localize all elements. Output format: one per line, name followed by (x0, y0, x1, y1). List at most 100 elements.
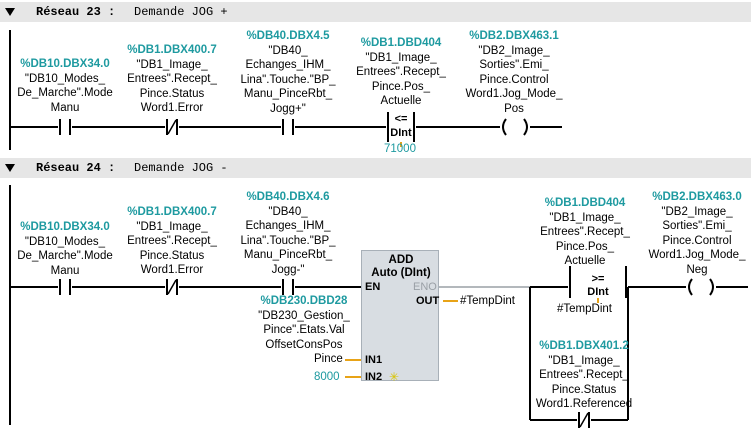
contact-symbol-line: "DB10_Modes_ (24, 72, 106, 85)
coil-symbol-line: Pince.Control (479, 73, 549, 86)
contact-symbol-line: Lina".Touche."BP_ (240, 234, 336, 247)
compare-symbol-line: Entrees".Recept_ (356, 66, 446, 78)
compare-operator: <= (394, 113, 408, 125)
contact-label: %DB1.DBX400.7 "DB1_Image_ Entrees".Recep… (117, 205, 227, 278)
contact-symbol-line: Echanges_IHM_ (245, 59, 331, 71)
contact-address: %DB40.DBX4.5 (246, 30, 330, 42)
contact-label: %DB40.DBX4.5 "DB40_ Echanges_IHM_ Lina".… (233, 29, 343, 116)
coil-address: %DB2.DBX463.0 (652, 191, 742, 203)
coil-symbol-line: "DB2_Image_ (661, 205, 733, 218)
add-function-block[interactable]: ADD Auto (DInt) EN ENO OUT IN1 IN2 ✳ (361, 250, 440, 384)
compare-address: %DB1.DBD404 (544, 197, 626, 209)
contact-label: %DB10.DBX34.0 "DB10_Modes_ De_Marche".Mo… (15, 57, 115, 115)
contact-symbol-line: "DB1_Image_ (136, 220, 208, 233)
contact-symbol-line: De_Marche".Mode (17, 250, 113, 262)
compare-symbol-line: Entrees".Recept_ (540, 226, 630, 238)
collapse-triangle-icon[interactable] (5, 8, 15, 16)
block-subtitle[interactable]: Auto (DInt) (371, 267, 431, 279)
contact-symbol-line: "DB10_Modes_ (24, 235, 106, 248)
block-title: ADD (388, 254, 414, 266)
contact-label: %DB1.DBX400.7 "DB1_Image_ Entrees".Recep… (117, 43, 227, 116)
contact-symbol-line: De_Marche".Mode (17, 87, 113, 99)
coil-symbol-line: Sorties".Emi_ (662, 220, 732, 232)
network-title[interactable]: Demande JOG - (134, 161, 228, 175)
coil-symbol-line: Word1.Jog_Mode_ (648, 249, 746, 261)
branch-contact-symbol-line: Pince.Status (551, 383, 617, 396)
contact-symbol-line: "DB40_ (268, 44, 308, 57)
contact-symbol-line: Entrees".Recept_ (127, 235, 217, 247)
compare-datatype: DInt (390, 127, 412, 139)
compare-symbol-line: Pince.Pos_ (371, 80, 431, 93)
compare-datatype: DInt (587, 286, 609, 298)
branch-contact-symbol-line: Entrees".Recept_ (539, 369, 629, 381)
in1-address: %DB230.DBD28 (260, 295, 348, 307)
network-24-header[interactable]: Réseau 24 : Demande JOG - (0, 158, 751, 178)
in1-symbol-line: Pince (314, 353, 343, 365)
contact-address: %DB10.DBX34.0 (20, 58, 110, 70)
network-title[interactable]: Demande JOG + (134, 5, 228, 19)
contact-symbol-line: Jogg-" (271, 263, 305, 276)
add-input-star-icon[interactable]: ✳ (389, 370, 400, 384)
in1-symbol-line: OffsetConsPos (265, 338, 343, 351)
coil-symbol-line: Neg (686, 263, 708, 276)
eno-pin: ENO (413, 281, 437, 293)
contact-symbol-line: "DB1_Image_ (136, 58, 208, 71)
in1-symbol-line: Pince".Etats.Val (263, 324, 345, 336)
compare-operator: >= (591, 273, 605, 285)
contact-symbol-line: Manu_PinceRbt_ (243, 249, 333, 261)
network-number: Réseau 23 : (36, 5, 116, 19)
compare-address: %DB1.DBD404 (360, 37, 442, 49)
contact-symbol-line: Manu (50, 264, 80, 277)
coil-symbol-line: Pince.Control (662, 234, 732, 247)
contact-address: %DB40.DBX4.6 (246, 191, 330, 203)
contact-symbol-line: Manu (50, 101, 80, 114)
contact-symbol-line: Word1.Error (140, 264, 204, 276)
contact-symbol-line: Manu_PinceRbt_ (243, 88, 333, 100)
branch-contact-symbol-line: "DB1_Image_ (548, 354, 620, 367)
branch-contact-symbol-line: Word1.Referenced (535, 398, 633, 410)
coil-label: %DB2.DBX463.0 "DB2_Image_ Sorties".Emi_ … (643, 190, 751, 277)
in1-pin: IN1 (365, 354, 383, 366)
in1-operand-label: %DB230.DBD28 "DB230_Gestion_ Pince".Etat… (248, 294, 360, 352)
contact-symbol-line: Pince.Status (139, 249, 205, 262)
in2-operand[interactable]: 8000 (314, 371, 340, 383)
coil-address: %DB2.DBX463.1 (469, 30, 559, 42)
contact-address: %DB1.DBX400.7 (127, 44, 217, 56)
compare-label: %DB1.DBD404 "DB1_Image_ Entrees".Recept_… (346, 36, 456, 109)
contact-symbol-line: "DB40_ (268, 205, 308, 218)
contact-symbol-line: Lina".Touche."BP_ (240, 73, 336, 86)
contact-address: %DB10.DBX34.0 (20, 221, 110, 233)
coil-label: %DB2.DBX463.1 "DB2_Image_ Sorties".Emi_ … (458, 29, 570, 116)
collapse-triangle-icon[interactable] (5, 164, 15, 172)
contact-label: %DB10.DBX34.0 "DB10_Modes_ De_Marche".Mo… (15, 220, 115, 278)
contact-symbol-line: Word1.Error (140, 102, 204, 114)
network-number: Réseau 24 : (36, 161, 116, 175)
compare-value[interactable]: 71000 (384, 143, 416, 155)
out-operand[interactable]: #TempDint (460, 295, 515, 307)
branch-contact-label: %DB1.DBX401.2 "DB1_Image_ Entrees".Recep… (528, 339, 640, 412)
coil-symbol-line: "DB2_Image_ (478, 44, 550, 57)
in2-pin: IN2 (365, 371, 383, 383)
coil-symbol-line: Sorties".Emi_ (479, 59, 549, 71)
in1-symbol-line: "DB230_Gestion_ (258, 309, 350, 322)
contact-symbol-line: Pince.Status (139, 87, 205, 100)
out-pin: OUT (416, 295, 440, 307)
compare-value[interactable]: #TempDint (557, 303, 612, 315)
compare-symbol-line: Actuelle (564, 255, 606, 267)
en-pin: EN (365, 281, 381, 293)
contact-symbol-line: Jogg+" (270, 102, 306, 115)
contact-label: %DB40.DBX4.6 "DB40_ Echanges_IHM_ Lina".… (233, 190, 343, 277)
contact-symbol-line: Echanges_IHM_ (245, 220, 331, 232)
branch-contact-address: %DB1.DBX401.2 (539, 340, 629, 352)
compare-symbol-line: "DB1_Image_ (549, 211, 621, 224)
compare-symbol-line: Actuelle (380, 95, 422, 107)
compare-symbol-line: Pince.Pos_ (555, 240, 615, 253)
compare-symbol-line: "DB1_Image_ (365, 51, 437, 64)
coil-symbol-line: Pos (504, 102, 524, 115)
contact-address: %DB1.DBX400.7 (127, 206, 217, 218)
compare-label: %DB1.DBD404 "DB1_Image_ Entrees".Recept_… (530, 196, 640, 269)
coil-symbol-line: Word1.Jog_Mode_ (465, 88, 563, 100)
network-23-header[interactable]: Réseau 23 : Demande JOG + (0, 2, 751, 22)
contact-symbol-line: Entrees".Recept_ (127, 73, 217, 85)
